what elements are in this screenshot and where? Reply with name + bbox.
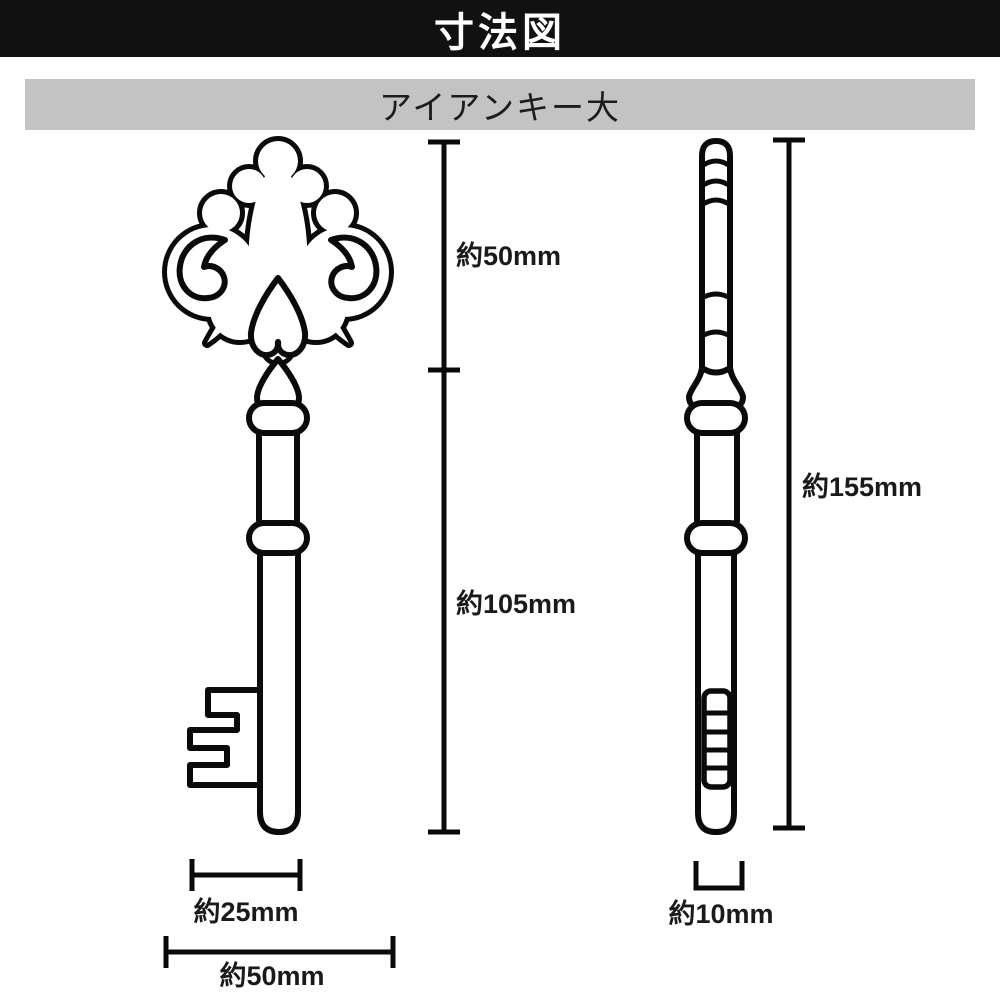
side-dimension-lines: 約155mm 約10mm — [668, 137, 922, 929]
bit-width-label: 約25mm — [193, 896, 298, 927]
side-total-height-label: 約155mm — [802, 471, 922, 502]
front-head-right-scroll — [328, 234, 380, 302]
head-width-dim-line — [163, 936, 396, 968]
thickness-dim-bracket — [693, 861, 745, 891]
product-name-bar: アイアンキー大 — [25, 79, 975, 130]
side-key-drawing — [684, 138, 748, 835]
front-head-spade — [247, 275, 309, 359]
front-collar-upper — [246, 400, 310, 436]
front-shaft-height-label: 約105mm — [456, 588, 576, 619]
side-head-ring-1 — [699, 158, 733, 169]
thickness-label: 約10mm — [668, 898, 773, 929]
page-title: 寸法図 — [434, 10, 566, 55]
title-bar: 寸法図 — [0, 0, 1000, 57]
side-head-ring-4 — [699, 291, 733, 301]
side-head-bar — [699, 138, 733, 380]
side-bit-detail — [701, 688, 733, 790]
front-key-bit — [187, 687, 263, 788]
side-head-ring-2 — [699, 178, 733, 189]
head-width-label: 約50mm — [219, 960, 324, 991]
front-shaft-upper — [256, 423, 300, 531]
side-collar-upper — [684, 400, 748, 436]
bit-width-dim-line — [189, 859, 303, 891]
front-head-height-label: 約50mm — [456, 240, 561, 271]
side-head-ring-5 — [699, 329, 733, 339]
side-collar-lower — [684, 520, 748, 556]
side-shaft-upper — [694, 423, 740, 531]
front-key-drawing — [167, 141, 389, 835]
front-head-left-scroll — [176, 234, 228, 302]
front-key-head — [167, 141, 389, 364]
front-shaft-lower — [257, 542, 301, 835]
side-head-ring-3 — [699, 197, 733, 208]
front-collar-lower — [246, 520, 310, 556]
front-dimension-lines: 約50mm 約105mm 約25mm 約50mm — [163, 139, 576, 991]
front-key-stem — [187, 356, 310, 835]
product-name: アイアンキー大 — [378, 88, 622, 126]
